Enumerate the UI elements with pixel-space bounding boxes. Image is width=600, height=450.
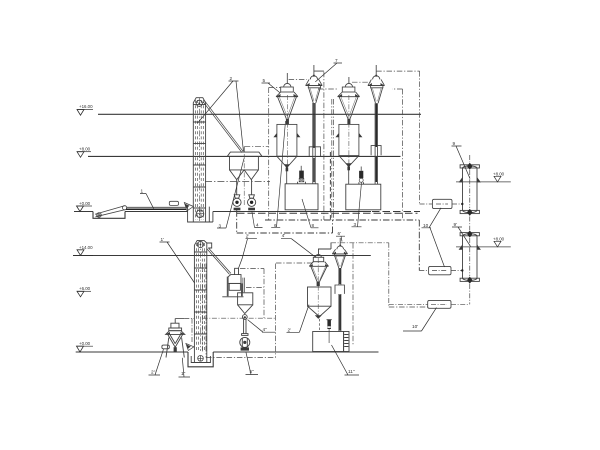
svg-text:2': 2'	[288, 328, 292, 333]
svg-text:4': 4'	[282, 233, 286, 238]
svg-text:+6.00: +6.00	[79, 286, 91, 291]
svg-text:+16.00: +16.00	[79, 104, 93, 109]
svg-text:1'': 1''	[181, 371, 186, 376]
svg-text:6': 6'	[338, 231, 342, 236]
svg-text:+0.00: +0.00	[79, 201, 91, 206]
svg-text:+0.00: +0.00	[79, 341, 91, 346]
svg-text:8: 8	[312, 223, 315, 228]
svg-text:7: 7	[335, 58, 338, 63]
svg-text:+14.00: +14.00	[79, 245, 93, 250]
svg-text:10: 10	[423, 223, 429, 228]
svg-text:11'': 11''	[348, 369, 355, 374]
svg-text:6: 6	[274, 223, 277, 228]
svg-text:2': 2'	[246, 234, 250, 239]
svg-text:3: 3	[219, 223, 222, 228]
svg-text:5: 5	[263, 78, 266, 83]
svg-text:2: 2	[230, 76, 233, 81]
svg-text:+8.00: +8.00	[493, 172, 505, 177]
svg-text:1': 1'	[161, 237, 165, 242]
svg-text:+8.00: +8.00	[79, 147, 91, 152]
svg-text:+8.00: +8.00	[493, 237, 505, 242]
svg-text:10': 10'	[412, 324, 418, 329]
svg-text:2'': 2''	[151, 370, 156, 375]
svg-text:1: 1	[141, 189, 144, 194]
svg-text:9: 9	[453, 141, 456, 146]
svg-text:5'': 5''	[250, 369, 255, 374]
svg-text:4: 4	[256, 223, 259, 228]
svg-text:4'': 4''	[263, 327, 268, 332]
svg-text:3: 3	[354, 222, 357, 227]
svg-text:9': 9'	[454, 222, 458, 227]
